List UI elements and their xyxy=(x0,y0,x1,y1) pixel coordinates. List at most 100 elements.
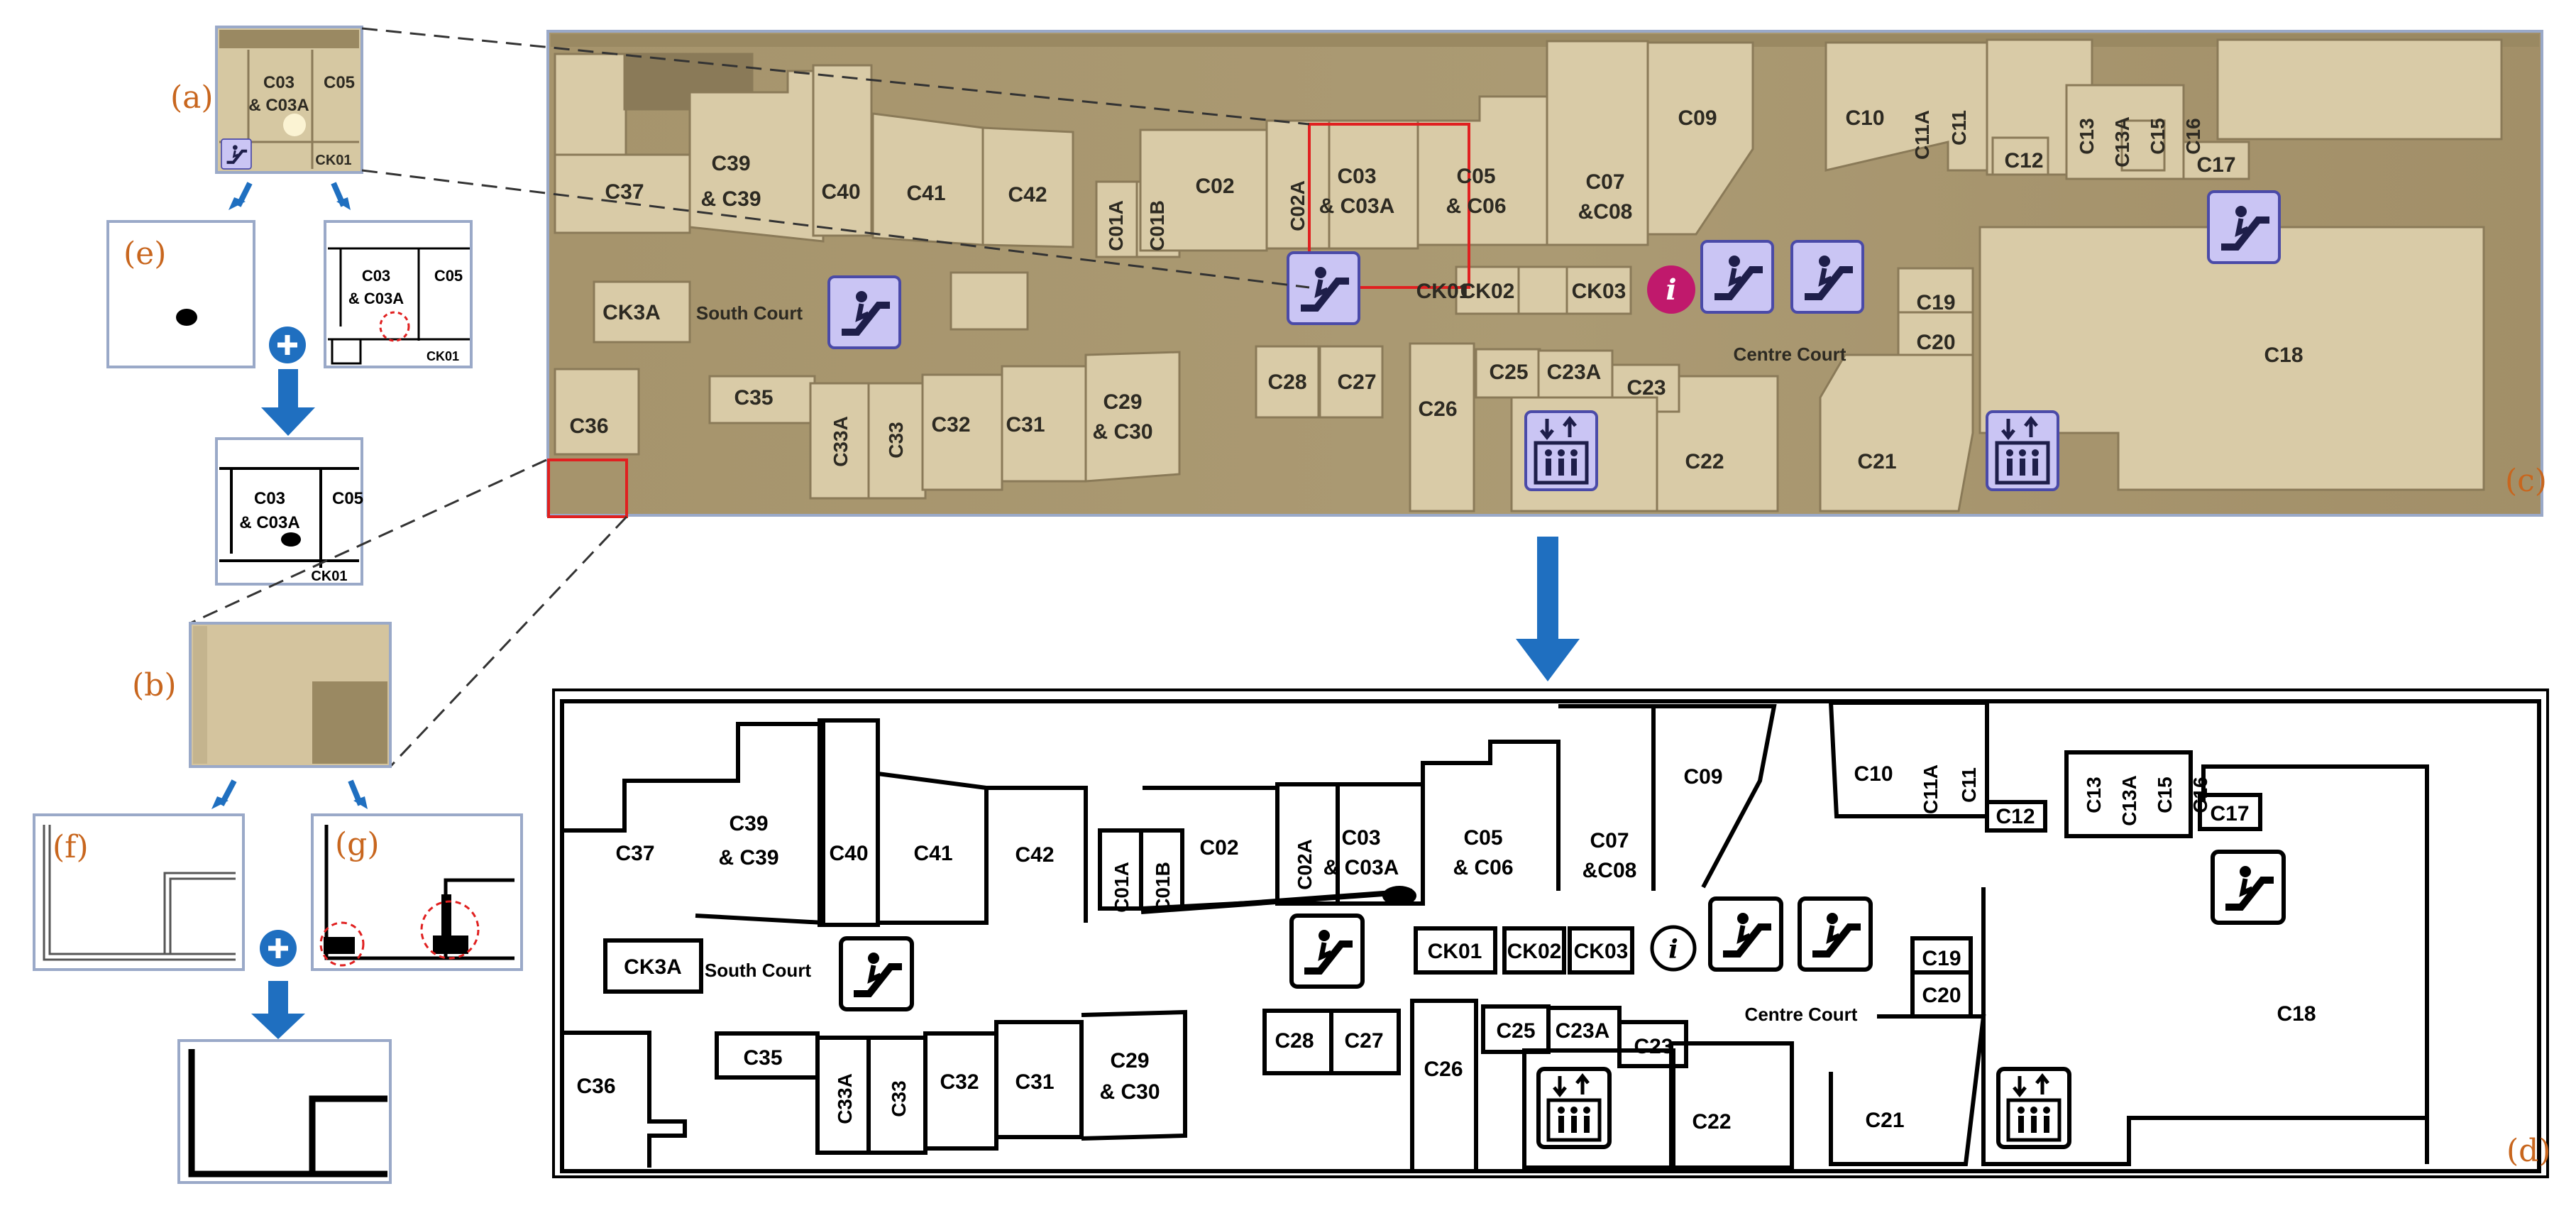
plus-icon xyxy=(269,327,306,363)
bw-shop-c18: C18 xyxy=(2277,1002,2316,1026)
shop-c05-b: & C06 xyxy=(1446,194,1506,218)
shop-c35: C35 xyxy=(734,386,773,410)
bw-shop-c37: C37 xyxy=(615,842,654,865)
escalator-icon xyxy=(1292,916,1363,987)
panel-b-zoom-crop: (b) xyxy=(132,622,392,768)
bw-shop-c01a: C01A xyxy=(1111,862,1133,913)
shop-c16: C16 xyxy=(2182,118,2204,154)
shop-c07-a: C07 xyxy=(1585,170,1624,194)
bw-shop-c03-a: C03 xyxy=(1341,826,1380,850)
shop-c28: C28 xyxy=(1267,371,1306,394)
bw-shop-c33: C33 xyxy=(888,1080,910,1116)
bw-shop-c23a: C23A xyxy=(1556,1019,1610,1043)
escalator-icon xyxy=(2208,192,2279,263)
zoom-line-b-bottom xyxy=(389,515,628,768)
zoom-line-b-top xyxy=(189,459,547,625)
bw-shop-c02a: C02A xyxy=(1294,839,1316,890)
bw-crop-c03: C03 xyxy=(362,267,390,285)
shop-c23: C23 xyxy=(1626,376,1666,400)
escalator-icon xyxy=(221,139,251,169)
lift-icon xyxy=(1987,412,2058,490)
bw-shop-c09: C09 xyxy=(1683,765,1722,789)
shop-c20: C20 xyxy=(1916,331,1955,354)
panel-a-zoom-crop: C03 & C03A C05 CK01 (a) xyxy=(170,26,363,174)
shop-c33: C33 xyxy=(885,422,907,458)
escalator-icon xyxy=(841,938,912,1009)
panel-label-b: (b) xyxy=(132,667,177,703)
bw-shop-c23: C23 xyxy=(1634,1035,1673,1058)
shop-c02: C02 xyxy=(1195,175,1234,198)
lift-icon xyxy=(1526,412,1597,490)
shop-c10: C10 xyxy=(1845,106,1884,130)
bw-crop-c05: C05 xyxy=(434,267,463,285)
shop-c15: C15 xyxy=(2147,118,2169,154)
panel-f-edge-map: (f) xyxy=(33,813,245,971)
svg-text:i: i xyxy=(1668,935,1678,965)
bw-shop-c31: C31 xyxy=(1015,1070,1054,1094)
escalator-icon xyxy=(1710,899,1781,970)
bw-shop-c01b: C01B xyxy=(1152,862,1174,913)
shop-c01b: C01B xyxy=(1146,200,1168,251)
panel-e-dot-mask: (e) xyxy=(106,220,255,368)
bw-shop-c26: C26 xyxy=(1424,1058,1463,1081)
bw-shop-ck03: CK03 xyxy=(1574,940,1629,963)
bw-shop-c17: C17 xyxy=(2210,802,2249,825)
bw-shop-c07-a: C07 xyxy=(1590,829,1629,852)
shop-c05-a: C05 xyxy=(1456,165,1495,188)
shop-c02a: C02A xyxy=(1287,180,1309,231)
shop-c36: C36 xyxy=(569,415,608,438)
shop-c13a: C13A xyxy=(2111,116,2133,168)
shop-c19: C19 xyxy=(1916,291,1955,314)
escalator-icon xyxy=(1800,899,1871,970)
panel-g-line-map: (g) xyxy=(311,813,523,971)
bw-shop-c07-b: &C08 xyxy=(1583,859,1637,882)
info-icon: i xyxy=(1647,265,1695,314)
bw-crop-c03a: & C03A xyxy=(348,290,404,307)
bw-shop-c35: C35 xyxy=(743,1046,782,1070)
shop-c33a: C33A xyxy=(830,416,852,467)
bw-shop-c10: C10 xyxy=(1854,762,1893,786)
combined-ck01: CK01 xyxy=(311,569,347,584)
escalator-icon xyxy=(1702,241,1773,312)
lift-icon xyxy=(1998,1069,2069,1147)
shop-ck3a: CK3A xyxy=(602,301,661,324)
shop-c25: C25 xyxy=(1489,361,1528,384)
shop-c03-b: & C03A xyxy=(1319,194,1395,218)
bw-shop-c05-b: & C06 xyxy=(1453,856,1513,879)
zoom-box-a-source xyxy=(1308,123,1470,289)
crop-a-ck01: CK01 xyxy=(315,153,351,168)
shop-c42: C42 xyxy=(1008,183,1047,207)
south-court-label: South Court xyxy=(696,302,803,324)
shop-c23a: C23A xyxy=(1547,361,1602,384)
lift-icon xyxy=(1539,1069,1609,1147)
panel-label-g: (g) xyxy=(335,826,380,862)
bw-shop-c42: C42 xyxy=(1015,843,1054,867)
bw-shop-c03-b: & C03A xyxy=(1323,856,1399,879)
shop-c22: C22 xyxy=(1685,450,1724,473)
escalator-icon xyxy=(829,277,900,348)
bw-centre-court-label: Centre Court xyxy=(1745,1004,1858,1025)
bw-shop-ck01: CK01 xyxy=(1428,940,1482,963)
zoom-line-a-bottom xyxy=(361,169,1310,289)
shop-c37: C37 xyxy=(605,180,644,204)
panel-label-c: (c) xyxy=(2505,463,2547,499)
shop-ck02: CK02 xyxy=(1460,280,1515,303)
bw-shop-c28: C28 xyxy=(1275,1029,1314,1053)
shop-c17: C17 xyxy=(2196,153,2235,177)
escalator-icon xyxy=(1288,253,1359,324)
bw-shop-c21: C21 xyxy=(1865,1109,1904,1132)
bw-shop-c02: C02 xyxy=(1199,836,1238,860)
info-icon: i xyxy=(1650,925,1697,972)
shop-c39-a: C39 xyxy=(711,152,750,175)
shop-c29-a: C29 xyxy=(1103,390,1142,414)
panel-label-e: (e) xyxy=(123,236,166,272)
bw-shop-c32: C32 xyxy=(940,1070,979,1094)
shop-c11a: C11A xyxy=(1911,110,1933,160)
bw-crop-ck01: CK01 xyxy=(426,349,459,363)
bw-shop-c20: C20 xyxy=(1922,984,1961,1007)
shop-c40: C40 xyxy=(821,180,860,204)
combined-c03a: & C03A xyxy=(239,513,299,532)
bw-shop-c27: C27 xyxy=(1344,1029,1383,1053)
shop-c09: C09 xyxy=(1678,106,1717,130)
bw-shop-c16: C16 xyxy=(2189,777,2211,813)
